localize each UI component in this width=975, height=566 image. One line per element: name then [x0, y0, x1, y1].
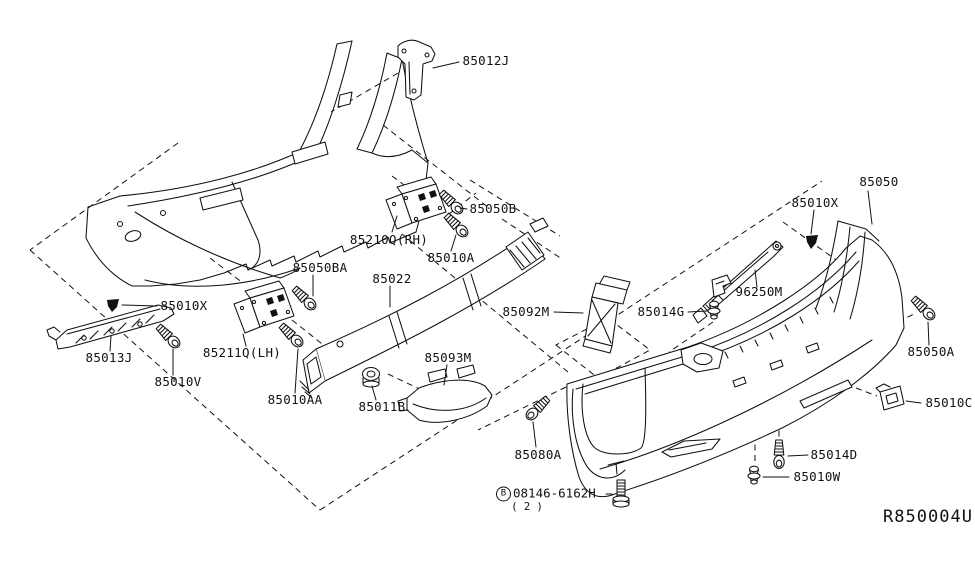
part-label-85010X-right: 85010X — [791, 194, 839, 210]
part-label-85210Q-RH: 85210Q(RH) — [349, 231, 429, 247]
part-label-85050BA: 85050BA — [292, 259, 348, 275]
part-label-85050: 85050 — [859, 173, 899, 189]
part-85022-reinforcement-drawing — [299, 217, 549, 399]
part-label-85092M: 85092M — [502, 303, 550, 319]
label-leader-lines — [109, 61, 930, 495]
part-label-85022: 85022 — [372, 270, 412, 286]
part-85010w-clip-drawing — [747, 465, 761, 485]
part-label-85010C: 85010C — [925, 394, 973, 410]
part-label-85010V: 85010V — [154, 373, 202, 389]
part-label-85013J: 85013J — [85, 349, 133, 365]
part-label-85012J: 85012J — [462, 52, 510, 68]
bolt-callout: B 08146-6162H — [496, 485, 596, 502]
part-85010v-screw-drawing — [154, 322, 183, 351]
part-08146-bolt-drawing — [612, 479, 630, 508]
bolt-quantity: ( 2 ) — [511, 501, 543, 513]
bolt-part-number: 08146-6162H — [513, 485, 596, 501]
part-85012j-drawing — [397, 39, 436, 101]
part-85014d-screw-drawing — [773, 439, 785, 470]
part-label-85093M: 85093M — [424, 349, 472, 365]
part-85092m-bracket-drawing — [582, 275, 631, 354]
car-body-drawing — [85, 40, 429, 287]
part-85010x-left-clip-drawing — [107, 299, 119, 312]
part-label-85010A: 85010A — [427, 249, 475, 265]
part-label-96250M: 96250M — [735, 283, 783, 299]
part-85010a-screw-drawing — [442, 211, 471, 240]
part-85080a-screw-drawing — [523, 394, 552, 423]
part-label-85010AA: 85010AA — [267, 391, 323, 407]
part-label-85010X-left: 85010X — [160, 297, 208, 313]
part-85014g-clip-drawing — [707, 300, 721, 320]
part-85050-bumper-drawing — [566, 220, 905, 498]
part-label-85211Q-LH: 85211Q(LH) — [202, 344, 282, 360]
part-label-85014G: 85014G — [637, 303, 685, 319]
part-85093m-bracket-drawing — [397, 364, 493, 423]
part-85011b-nut-drawing — [361, 366, 381, 388]
part-85010c-clip-drawing — [875, 383, 905, 411]
part-label-85050A: 85050A — [907, 343, 955, 359]
part-label-85011B: 85011B — [358, 398, 406, 414]
part-label-85050B: 85050B — [469, 200, 517, 216]
part-85010aa-screw-drawing — [277, 321, 306, 350]
bolt-symbol-icon: B — [496, 486, 511, 502]
part-label-85014D: 85014D — [810, 446, 858, 462]
diagram-ref-code: R850004U — [883, 507, 973, 527]
part-85013j-rail-drawing — [46, 304, 175, 350]
part-85050a-screw-drawing — [909, 294, 938, 323]
part-85014g-drawing — [711, 274, 732, 298]
part-label-85010W: 85010W — [793, 468, 841, 484]
part-85050ba-screw-drawing — [290, 284, 319, 313]
part-label-85080A: 85080A — [514, 446, 562, 462]
part-85010x-right-clip-drawing — [806, 235, 818, 249]
